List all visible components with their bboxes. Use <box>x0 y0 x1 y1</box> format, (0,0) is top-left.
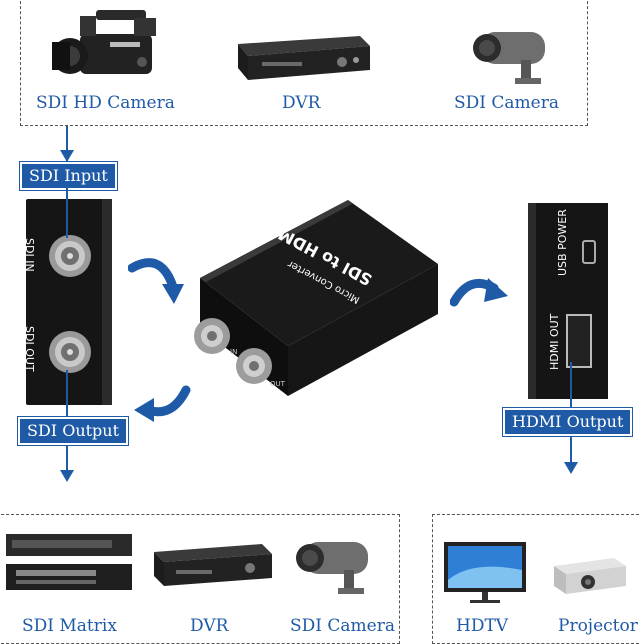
hdmi-output-tag: HDMI Output <box>501 407 634 437</box>
sdi-matrix-icon <box>6 534 132 590</box>
curved-arrow-icon <box>450 278 508 307</box>
hdmi-connector-line <box>570 436 572 466</box>
hdmi-out-label: HDMI OUT <box>548 313 561 370</box>
usb-power-label: USB POWER <box>556 209 569 276</box>
curved-arrow-icon <box>134 385 191 422</box>
bnc-in-connector-icon <box>49 235 91 277</box>
input-connector-line <box>66 126 68 162</box>
converter-out-label: OUT <box>270 380 285 388</box>
output-arrowhead <box>60 470 74 482</box>
sdi-port-panel-edge <box>102 199 112 405</box>
sdi-port-panel <box>26 199 112 405</box>
curved-arrow-icon <box>128 258 184 304</box>
hdtv-label: HDTV <box>456 616 509 636</box>
converter-box-icon <box>200 200 438 396</box>
sdi-camera-top-label: SDI Camera <box>454 93 559 113</box>
output-connector-line <box>66 445 68 475</box>
dvr-icon <box>238 36 370 80</box>
projector-label: Projector <box>558 616 638 636</box>
source-devices-box <box>20 0 588 126</box>
sdi-hd-camera-label: SDI HD Camera <box>36 93 175 113</box>
dvr-icon <box>154 544 272 586</box>
sdi-output-tag: SDI Output <box>16 416 130 446</box>
hdmi-line <box>570 362 572 410</box>
usb-port-icon <box>582 240 596 264</box>
hdtv-icon <box>444 542 526 603</box>
dvr-bottom-label: DVR <box>190 616 229 636</box>
hdmi-port-panel-edge <box>528 203 536 399</box>
hdmi-port-icon <box>566 314 592 368</box>
hdmi-arrowhead <box>564 462 578 474</box>
cctv-camera-icon <box>296 542 368 594</box>
cctv-camera-icon <box>473 32 545 84</box>
input-arrowhead <box>60 150 74 162</box>
dvr-top-label: DVR <box>282 93 321 113</box>
bnc-converter-in-icon <box>194 318 230 354</box>
projector-icon <box>554 558 626 594</box>
sdi-matrix-label: SDI Matrix <box>22 616 117 636</box>
sdi-camera-bottom-label: SDI Camera <box>290 616 395 636</box>
bnc-out-connector-icon <box>49 331 91 373</box>
camcorder-icon <box>52 10 156 74</box>
panel-in-line <box>66 186 68 238</box>
converter-in-label: IN <box>230 348 238 356</box>
sdi-input-tag: SDI Input <box>19 161 118 191</box>
bnc-converter-out-icon <box>236 348 272 384</box>
panel-out-line <box>66 370 68 418</box>
sdi-out-label: SDI OUT <box>23 326 36 372</box>
sdi-in-label: SDI IN <box>23 238 36 272</box>
